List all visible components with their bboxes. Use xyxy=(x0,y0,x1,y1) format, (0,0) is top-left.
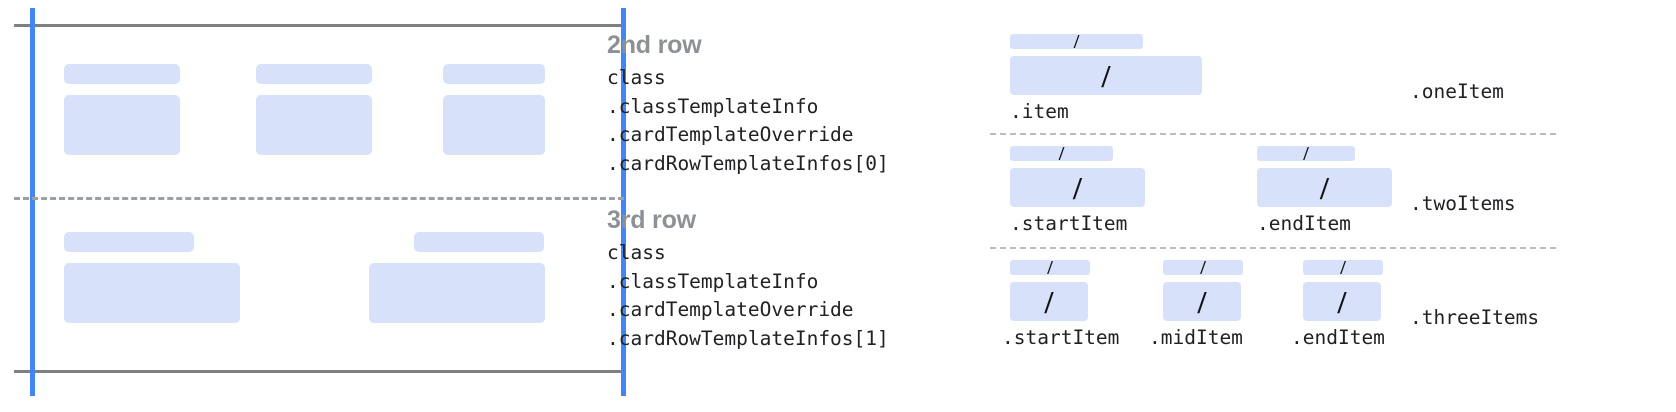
row1-col1-body-placeholder xyxy=(64,95,180,155)
item-label: .startItem xyxy=(1010,212,1128,235)
item-group-end-item: / / .endItem xyxy=(1257,142,1392,236)
slash-icon: / xyxy=(1101,57,1111,94)
row1-col2-body-placeholder xyxy=(256,95,372,155)
variant-name-two-items: .twoItems xyxy=(1410,192,1516,215)
slash-icon: / xyxy=(1337,283,1347,320)
slash-icon: / xyxy=(1073,30,1080,53)
item-group-start-item: / / .startItem xyxy=(1002,256,1119,350)
item-body-bar: / xyxy=(1010,168,1145,207)
item-body-bar: / xyxy=(1010,282,1088,321)
left-layout-diagram xyxy=(0,0,630,412)
variant-one-item: / / .item .oneItem xyxy=(985,26,1676,132)
variant-divider-one-two xyxy=(990,133,1556,135)
annotation-block-2nd-row: 2nd row class .classTemplateInfo .cardTe… xyxy=(607,30,947,178)
annotation-line-card-row-template-infos: .cardRowTemplateInfos[0] xyxy=(607,151,889,175)
item-body-bar: / xyxy=(1257,168,1392,207)
variant-name-three-items: .threeItems xyxy=(1410,306,1540,329)
row1-col1-cap-placeholder xyxy=(64,64,180,84)
item-cap-bar: / xyxy=(1257,142,1355,165)
annotation-line-card-template-override: .cardTemplateOverride xyxy=(607,123,854,146)
annotation-line-card-template-override: .cardTemplateOverride xyxy=(607,298,854,321)
item-cap-bar: / xyxy=(1010,142,1113,165)
variant-divider-two-three xyxy=(990,247,1556,249)
row1-col3-cap-placeholder xyxy=(443,64,545,84)
item-label: .midItem xyxy=(1149,326,1243,349)
row-divider-dashed xyxy=(14,197,624,200)
item-label: .endItem xyxy=(1291,326,1385,349)
item-group-item: / / .item xyxy=(1010,30,1202,124)
item-variants-panel: / / .item .oneItem / / .startItem / / xyxy=(985,0,1676,412)
slash-icon: / xyxy=(1320,169,1329,206)
annotation-heading-3rd-row: 3rd row xyxy=(607,206,696,234)
card-bottom-boundary-line xyxy=(14,370,624,373)
right-margin-guide xyxy=(621,8,626,396)
row2-col2-body-placeholder xyxy=(369,263,545,323)
annotation-heading-2nd-row: 2nd row xyxy=(607,31,702,59)
item-group-end-item: / / .endItem xyxy=(1291,256,1385,350)
variant-three-items: / / .startItem / / .midItem / / .endItem xyxy=(985,252,1676,362)
card-top-boundary-line xyxy=(14,24,624,27)
annotation-line-class: class xyxy=(607,66,666,89)
slash-icon: / xyxy=(1340,256,1346,279)
left-margin-guide xyxy=(30,8,35,396)
annotation-line-class-template-info: .classTemplateInfo xyxy=(607,269,819,293)
slash-icon: / xyxy=(1197,283,1207,320)
annotation-line-card-row-template-infos: .cardRowTemplateInfos[1] xyxy=(607,326,889,350)
item-group-start-item: / / .startItem xyxy=(1010,142,1145,236)
item-body-bar: / xyxy=(1303,282,1381,321)
item-group-mid-item: / / .midItem xyxy=(1149,256,1243,350)
item-label: .endItem xyxy=(1257,212,1351,235)
annotation-block-3rd-row: 3rd row class .classTemplateInfo .cardTe… xyxy=(607,205,947,353)
slash-icon: / xyxy=(1047,256,1053,279)
item-body-bar: / xyxy=(1010,56,1202,95)
row1-col3-body-placeholder xyxy=(443,95,545,155)
variant-two-items: / / .startItem / / .endItem .twoItems xyxy=(985,138,1676,246)
slash-icon: / xyxy=(1058,142,1065,165)
row1-col2-cap-placeholder xyxy=(256,64,372,84)
row2-col1-body-placeholder xyxy=(64,263,240,323)
item-cap-bar: / xyxy=(1010,256,1090,279)
item-label: .item xyxy=(1010,100,1069,123)
row2-col1-cap-placeholder xyxy=(64,232,194,252)
slash-icon: / xyxy=(1073,169,1082,206)
item-cap-bar: / xyxy=(1303,256,1383,279)
item-label: .startItem xyxy=(1002,326,1120,349)
slash-icon: / xyxy=(1200,256,1206,279)
slash-icon: / xyxy=(1044,283,1054,320)
annotation-line-class-template-info: .classTemplateInfo xyxy=(607,94,819,118)
slash-icon: / xyxy=(1303,142,1309,165)
annotation-line-class: class xyxy=(607,241,666,264)
row2-col2-cap-placeholder xyxy=(414,232,544,252)
item-body-bar: / xyxy=(1163,282,1241,321)
item-cap-bar: / xyxy=(1010,30,1143,53)
item-cap-bar: / xyxy=(1163,256,1243,279)
variant-name-one-item: .oneItem xyxy=(1410,80,1504,103)
